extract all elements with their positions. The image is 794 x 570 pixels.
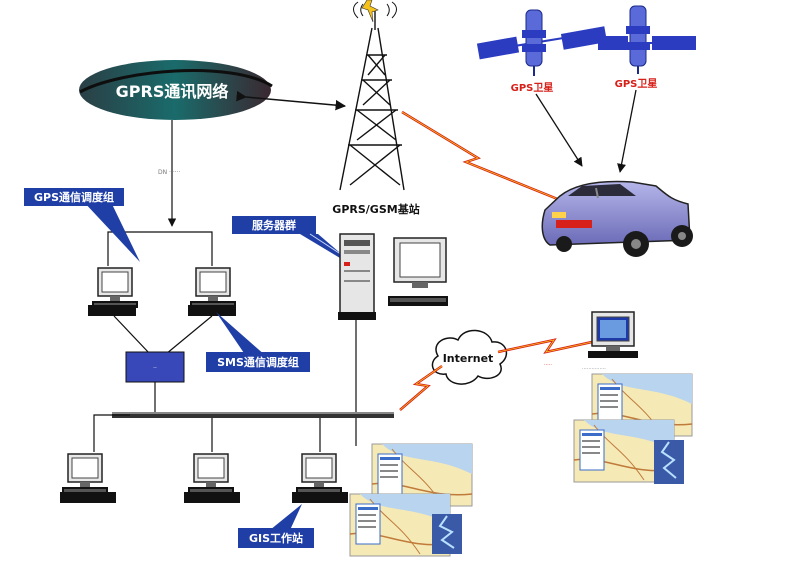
gprs-tower-link — [236, 90, 347, 111]
gis-signal-panel — [432, 514, 462, 554]
server-icon — [338, 233, 376, 320]
gprs-network-node: GPRS通讯网络 — [79, 60, 273, 120]
gps-group-callout — [24, 188, 124, 206]
internet-cloud: Internet — [431, 329, 508, 385]
pc-1-keyboard — [88, 305, 136, 316]
gps-satellite-1 — [476, 9, 608, 76]
router-box — [125, 351, 185, 383]
gps-group-bracket — [107, 231, 213, 266]
vehicle-icon — [541, 180, 693, 257]
gps-satellite-1-label: GPS卫星 — [511, 82, 554, 94]
workstation-pc-1 — [61, 453, 109, 495]
gps-group-pc-1 — [91, 267, 139, 309]
sms-group-callout-pointer — [216, 312, 266, 356]
remote-client-pc — [588, 311, 638, 358]
internet-label: Internet — [443, 352, 494, 365]
network-bus — [112, 412, 394, 418]
remote-signal-panel — [654, 440, 684, 484]
server-group-label: 服务器群 — [252, 218, 296, 232]
gps-satellite-2-label: GPS卫星 — [615, 78, 658, 90]
pc2-router-link — [165, 315, 213, 355]
satellite-2-signal — [617, 89, 637, 173]
sms-group-label: SMS通信调度组 — [217, 355, 299, 369]
gis-workstation-pc — [295, 453, 343, 495]
pc-2-keyboard — [188, 305, 236, 316]
link-caption: DN ······ — [158, 169, 181, 176]
pc1-router-link — [113, 315, 151, 355]
bus-drop-1 — [93, 414, 130, 452]
gis-callout — [238, 528, 314, 548]
router-caption: ·· — [153, 365, 157, 372]
sms-group-callout — [206, 352, 310, 372]
gis-callout-pointer — [270, 504, 302, 530]
gps-group-callout-pointer — [82, 200, 140, 262]
remote-link-caption: ····· — [544, 362, 552, 368]
server-group-callout — [232, 216, 316, 234]
gprs-tower — [339, 1, 405, 191]
base-station-label: GPRS/GSM基站 — [332, 202, 419, 216]
remote-pc-caption: ··············· — [582, 366, 606, 372]
gps-group-pc-2 — [189, 267, 237, 309]
tower-lightning-icon — [361, 0, 379, 23]
gprs-network-label: GPRS通讯网络 — [116, 82, 229, 101]
server-monitor-icon — [388, 237, 448, 306]
tower-car-wireless-link — [401, 110, 561, 202]
gps-satellite-2 — [598, 5, 696, 74]
workstation-pc-2 — [187, 453, 235, 495]
gis-station-label: GIS工作站 — [249, 531, 303, 545]
satellite-1-signal — [535, 93, 583, 167]
gps-group-label: GPS通信调度组 — [34, 190, 114, 204]
